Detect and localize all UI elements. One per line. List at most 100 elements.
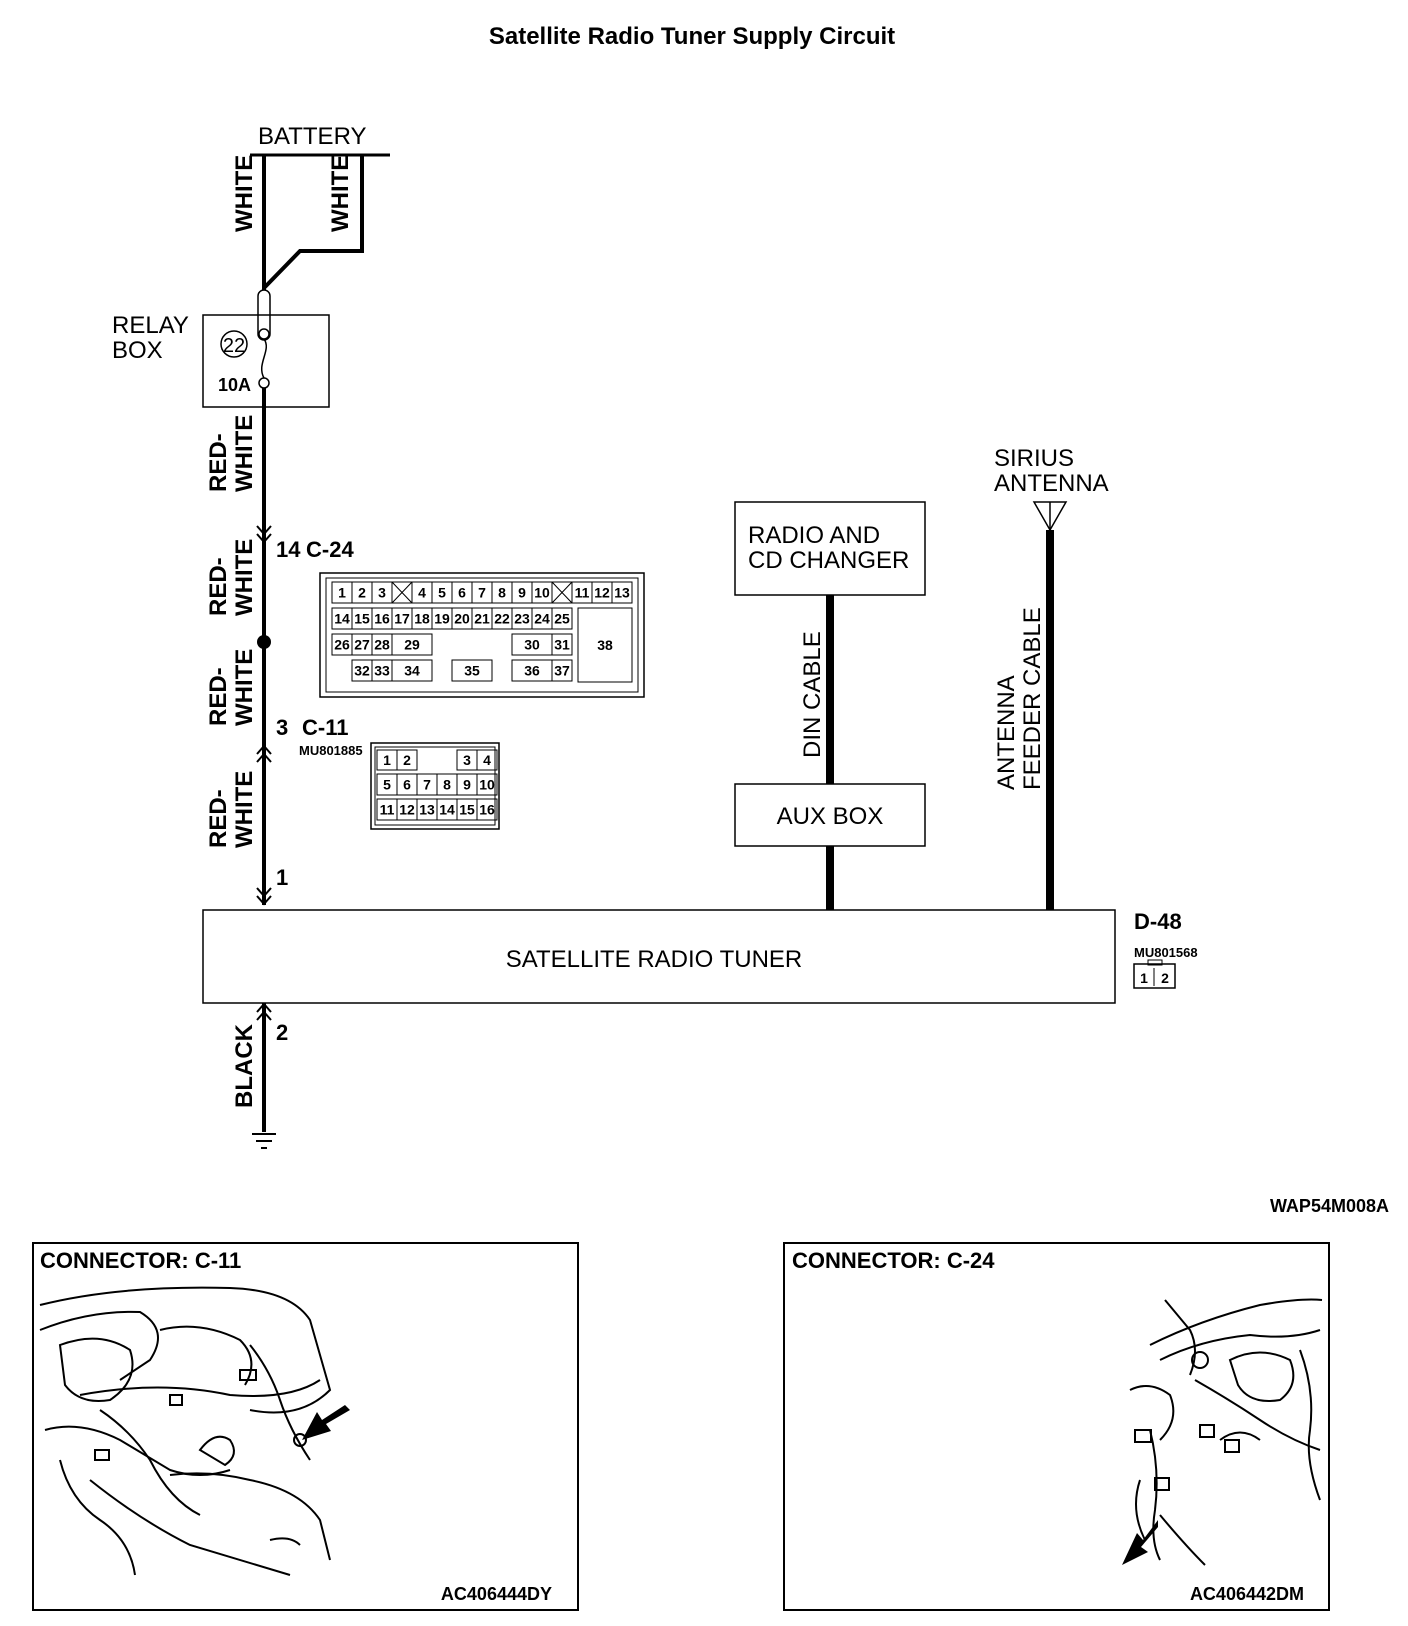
c24-pin-31-label: 31 [554, 637, 570, 653]
satellite-radio-tuner-box [202, 909, 1116, 1004]
c11-pin-14-label: 14 [439, 802, 455, 818]
connector-chevron-c24 [256, 525, 272, 544]
page-title: Satellite Radio Tuner Supply Circuit [489, 23, 895, 50]
wire-label-red-white-2a: RED- [205, 557, 232, 616]
c11-part-number: MU801885 [299, 743, 363, 758]
battery-label: BATTERY [258, 123, 366, 150]
connector-c11-panel [32, 1242, 579, 1611]
c24-pin-34-label: 34 [404, 663, 420, 679]
c24-pin-35-label: 35 [464, 663, 480, 679]
satellite-radio-tuner-label: SATELLITE RADIO TUNER [506, 946, 803, 973]
blank-pin-cross [391, 581, 413, 604]
connector-c24-panel-title: CONNECTOR: C-24 [792, 1248, 995, 1273]
c11-pin-16-cell [476, 798, 498, 821]
d48-part-number: MU801568 [1134, 945, 1198, 960]
connector-c11-panel-code: AC406444DY [441, 1584, 552, 1604]
c11-pin-15-label: 15 [459, 802, 475, 818]
c24-pin-21-label: 21 [474, 611, 490, 627]
c24-pin-3-label: 3 [378, 585, 386, 601]
c11-pin-4-cell [476, 749, 498, 771]
c11-pin-11-label: 11 [380, 802, 395, 818]
c11-pin-3-label: 3 [463, 752, 471, 768]
blank-pin-cross [551, 581, 573, 604]
aux-box-label: AUX BOX [777, 803, 884, 830]
wire-label-red-white-3b: WHITE [231, 649, 258, 726]
c11-pin-16-label: 16 [479, 802, 495, 818]
c24-name: C-24 [306, 537, 354, 562]
c11-pin-10-label: 10 [479, 777, 495, 793]
d48-pin-1: 1 [1140, 970, 1148, 986]
c24-pin-7-label: 7 [478, 585, 486, 601]
c11-pin-9-label: 9 [463, 777, 471, 793]
c24-pin: 14 [276, 537, 301, 562]
wire-label-black: BLACK [231, 1023, 258, 1108]
arrow-icon-c11 [302, 1405, 350, 1440]
c24-pin-11-label: 11 [575, 585, 590, 601]
c24-pin-37-cell [551, 659, 573, 682]
c24-pin-33-label: 33 [374, 663, 390, 679]
c24-pin-25-label: 25 [554, 611, 570, 627]
wire-label-white-left: WHITE [231, 155, 258, 232]
c24-pin-16-label: 16 [374, 611, 390, 627]
fuse-number-circle [220, 330, 248, 358]
c24-pin-13-label: 13 [614, 585, 630, 601]
c24-pin-29-cell [391, 633, 433, 656]
tuner-pin-top: 1 [276, 865, 288, 890]
d48-name: D-48 [1134, 909, 1182, 934]
c11-pin-5-label: 5 [383, 777, 391, 793]
relay-box-label-1: RELAY [112, 312, 189, 339]
connector-c11-panel-title: CONNECTOR: C-11 [40, 1248, 241, 1273]
radio-label-2: CD CHANGER [748, 547, 909, 574]
c24-pin-17-label: 17 [394, 611, 410, 627]
dashboard-illustration-c24 [1129, 1298, 1323, 1566]
c24-pin-20-label: 20 [454, 611, 470, 627]
c11-pin-2-label: 2 [403, 752, 411, 768]
c24-pin-25-cell [551, 607, 573, 630]
dashboard-illustration-c11 [39, 1286, 332, 1576]
wire-label-red-white-4a: RED- [205, 789, 232, 848]
c24-pin-12-label: 12 [594, 585, 610, 601]
wire-label-red-white-2b: WHITE [231, 539, 258, 616]
din-cable-label: DIN CABLE [799, 631, 826, 758]
c24-pin-6-label: 6 [458, 585, 466, 601]
relay-box-label-2: BOX [112, 337, 163, 364]
fuse-element-icon [261, 338, 267, 379]
connector-chevron-tuner-top [256, 887, 272, 906]
c11-pin-12-label: 12 [399, 802, 415, 818]
c24-pin-8-label: 8 [498, 585, 506, 601]
fuse-terminal-top [258, 328, 270, 340]
c24-pin-2-label: 2 [358, 585, 366, 601]
c24-pin-19-label: 19 [434, 611, 450, 627]
c24-pin-13-cell [611, 581, 633, 604]
c24-pin-14-label: 14 [334, 611, 350, 627]
c24-pin-23-label: 23 [514, 611, 530, 627]
connector-c24-panel-code: AC406442DM [1190, 1584, 1304, 1604]
feeder-cable-label-2: FEEDER CABLE [1019, 607, 1046, 790]
c24-pin-15-label: 15 [354, 611, 370, 627]
c24-pin-24-label: 24 [534, 611, 550, 627]
splice-point [257, 635, 271, 649]
c24-pin-29-label: 29 [404, 637, 420, 653]
wire-label-white-right: WHITE [327, 155, 354, 232]
radio-label-1: RADIO AND [748, 522, 880, 549]
antenna-label-2: ANTENNA [994, 470, 1109, 497]
fuse-rating: 10A [218, 375, 251, 395]
c24-pin-28-label: 28 [374, 637, 390, 653]
c24-pin-26-label: 26 [334, 637, 350, 653]
c24-pin-5-label: 5 [438, 585, 446, 601]
tuner-pin-bottom: 2 [276, 1020, 288, 1045]
c24-pin-35-cell [451, 659, 493, 682]
c11-pin-2-cell [396, 749, 418, 771]
wire-label-red-white-1a: RED- [205, 433, 232, 492]
c11-pin-13-label: 13 [419, 802, 435, 818]
fuse-number: 22 [223, 335, 245, 357]
c24-pin-18-label: 18 [414, 611, 430, 627]
c24-pin-9-label: 9 [518, 585, 526, 601]
connector-chevron-c11 [256, 744, 272, 763]
c11-name: C-11 [302, 715, 348, 740]
wire-white-branch [262, 155, 364, 290]
c24-pin-22-label: 22 [494, 611, 510, 627]
c11-pin-1-label: 1 [383, 752, 391, 768]
